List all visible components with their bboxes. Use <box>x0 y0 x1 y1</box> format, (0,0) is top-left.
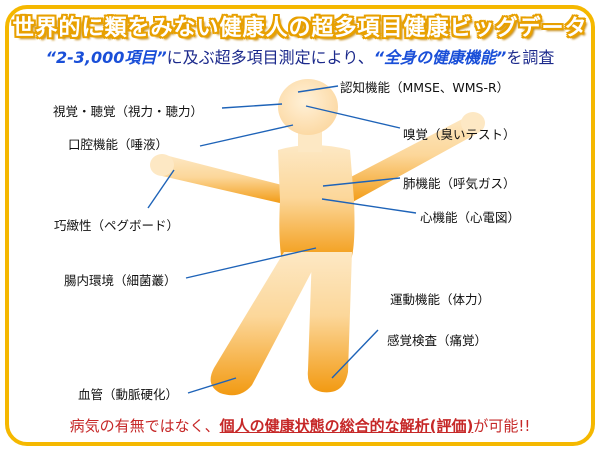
leader-heart <box>321 198 417 214</box>
subtitle-whole-body: “全身の健康機能” <box>373 48 507 67</box>
leader-vessel <box>187 377 237 394</box>
leader-sensory <box>331 329 379 379</box>
figure-body <box>150 79 485 396</box>
label-sensory: 感覚検査（痛覚） <box>387 333 488 348</box>
label-smell: 嗅覚（臭いテスト） <box>403 127 516 142</box>
leader-smell <box>305 105 401 129</box>
right-leg <box>307 252 352 393</box>
leader-lung <box>322 177 401 187</box>
label-oral: 口腔機能（唾液） <box>68 137 169 152</box>
right-hand <box>461 112 485 134</box>
leader-gut <box>185 247 317 279</box>
left-leg <box>210 252 322 396</box>
leader-oral <box>199 124 294 147</box>
subtitle-end: を調査 <box>506 48 555 67</box>
label-motor: 運動機能（体力） <box>390 292 491 307</box>
leader-vision <box>221 103 283 109</box>
label-gut: 腸内環境（細菌叢） <box>64 273 177 288</box>
leader-dexterity <box>147 169 175 209</box>
label-vessel: 血管（動脈硬化） <box>78 387 179 402</box>
page-title: 世界的に類をみない健康人の超多項目健康ビッグデータ <box>12 16 588 41</box>
label-dexterity: 巧緻性（ペグボード） <box>54 218 180 233</box>
footer-message: 病気の有無ではなく、個人の健康状態の総合的な解析(評価)が可能!! <box>0 415 600 436</box>
label-vision-hearing: 視覚・聴覚（視力・聴力） <box>53 104 204 119</box>
label-heart: 心機能（心電図） <box>420 210 521 225</box>
subtitle: “2-3,000項目”に及ぶ超多項目測定により、“全身の健康機能”を調査 <box>0 44 600 68</box>
subtitle-middle: に及ぶ超多項目測定により、 <box>166 48 374 67</box>
right-arm <box>345 115 478 204</box>
subtitle-item-count: “2-3,000項目” <box>45 48 167 67</box>
footer-before: 病気の有無ではなく、 <box>69 417 220 435</box>
left-hand <box>150 154 174 176</box>
label-lung: 肺機能（呼気ガス） <box>403 176 516 191</box>
left-arm <box>162 155 284 204</box>
label-cognitive: 認知機能（MMSE、WMS-R） <box>340 80 510 95</box>
torso <box>278 145 355 262</box>
footer-highlight: 個人の健康状態の総合的な解析(評価) <box>219 417 474 435</box>
leader-lines <box>147 85 417 394</box>
footer-after: が可能!! <box>473 417 531 435</box>
leader-cognitive <box>297 85 339 93</box>
